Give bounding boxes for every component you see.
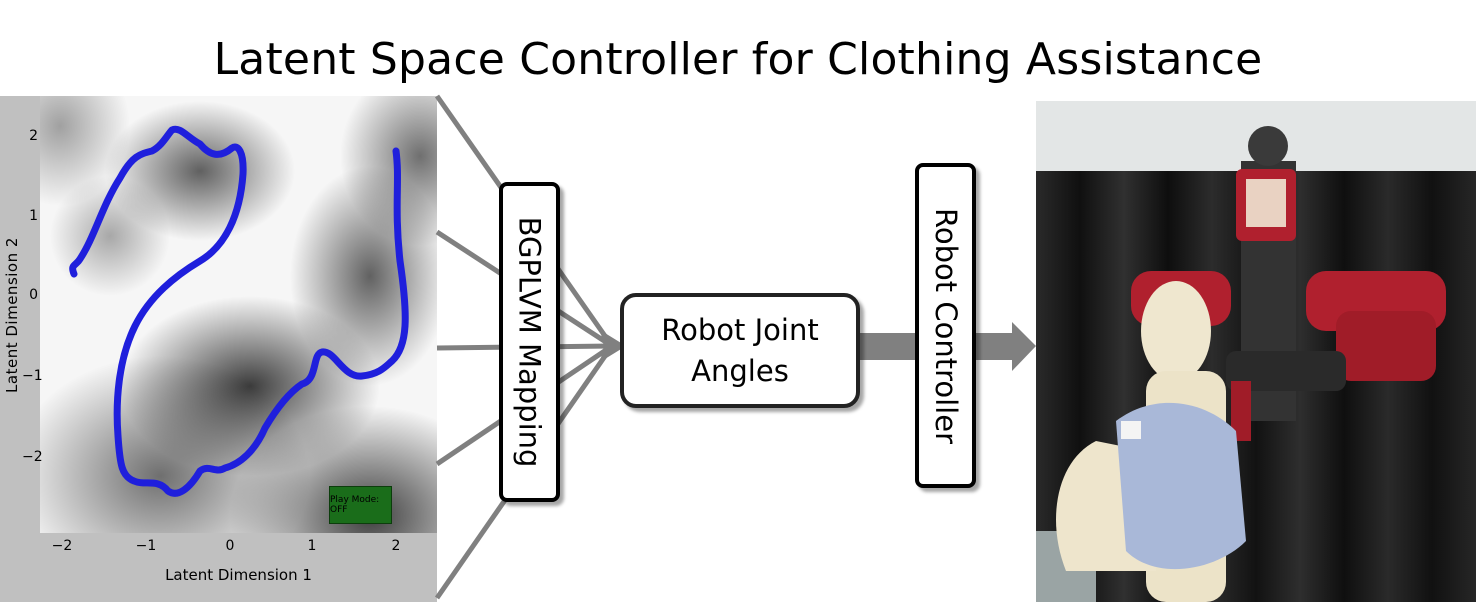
robot-forearm [1226, 351, 1346, 391]
mannequin-head [1141, 281, 1211, 381]
controller-arrowhead [1012, 322, 1036, 371]
x-tick-label: 0 [225, 538, 235, 554]
robot-joint-angles-label-line2: Angles [691, 353, 789, 388]
bgplvm-mapping-label: BGPLVM Mapping [512, 216, 547, 468]
play-mode-button[interactable]: Play Mode: OFF [329, 486, 392, 524]
robot-head-sensor [1248, 126, 1288, 166]
y-tick-label: 2 [29, 128, 38, 144]
x-tick-label: −2 [51, 538, 73, 554]
latent-space-plot: Play Mode: OFF 2 1 0 −1 −2 −2 −1 0 1 2 L… [0, 96, 437, 602]
latent-trajectory-curve [69, 125, 409, 497]
bgplvm-mapping-box: BGPLVM Mapping [499, 182, 560, 502]
robot-illustration [1036, 101, 1476, 602]
robot-controller-box: Robot Controller [915, 163, 976, 488]
x-tick-label: 2 [391, 538, 401, 554]
x-axis-label: Latent Dimension 1 [165, 566, 312, 584]
robot-screen [1246, 179, 1286, 227]
y-tick-label: 1 [29, 208, 38, 224]
diagram-title: Latent Space Controller for Clothing Ass… [213, 34, 1263, 85]
x-tick-label: −1 [135, 538, 157, 554]
robot-joint-angles-label-line1: Robot Joint [661, 312, 819, 347]
latent-trajectory-plot [69, 125, 409, 497]
x-tick-label: 1 [307, 538, 317, 554]
latent-density-heatmap: Play Mode: OFF [40, 96, 437, 533]
robot-gripper [1231, 381, 1251, 441]
y-tick-label: 0 [29, 287, 38, 303]
clothing-tag [1121, 421, 1141, 439]
fan-in-arrowhead [600, 330, 626, 362]
robot-controller-label: Robot Controller [928, 207, 963, 444]
clothing-garment [1116, 402, 1246, 570]
robot-right-arm-lower [1336, 311, 1436, 381]
y-tick-label: −2 [22, 449, 43, 465]
robot-photo [1036, 101, 1476, 602]
y-tick-label: −1 [22, 368, 43, 384]
robot-joint-angles-box: Robot Joint Angles [620, 293, 860, 408]
